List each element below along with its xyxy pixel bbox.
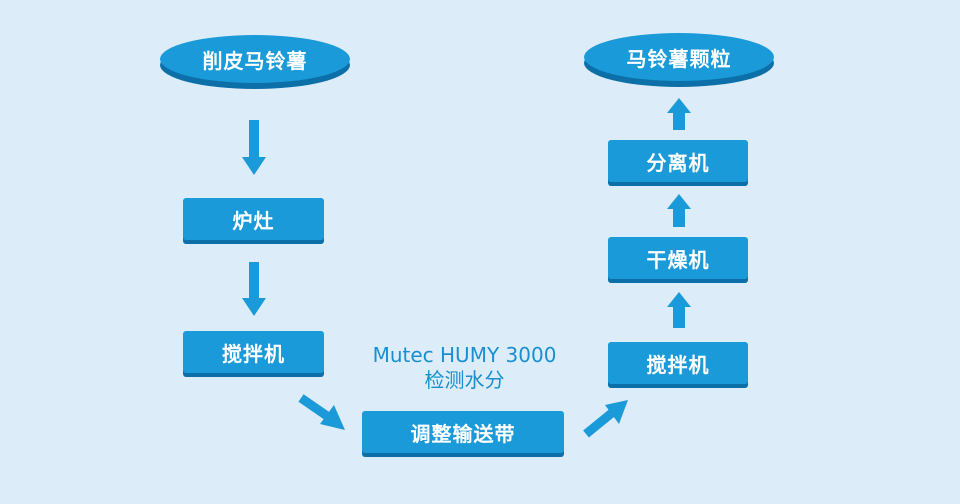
arrow-up-3 bbox=[667, 98, 691, 130]
node-separator-label: 分离机 bbox=[646, 150, 710, 175]
node-end-label: 马铃薯颗粒 bbox=[626, 46, 732, 71]
node-end: 马铃薯颗粒 bbox=[584, 33, 774, 81]
node-mixer-left: 搅拌机 bbox=[183, 331, 324, 373]
node-mixer-right: 搅拌机 bbox=[608, 342, 748, 384]
arrow-diagonal-up-right bbox=[583, 400, 628, 438]
node-mixer-right-label: 搅拌机 bbox=[646, 352, 710, 377]
node-start-label: 削皮马铃薯 bbox=[202, 48, 308, 73]
moisture-annotation: Mutec HUMY 3000 检测水分 bbox=[362, 343, 567, 393]
node-dryer-label: 干燥机 bbox=[646, 247, 710, 272]
arrow-up-1 bbox=[667, 292, 691, 328]
annotation-line-1: Mutec HUMY 3000 bbox=[372, 343, 557, 367]
arrow-down-1 bbox=[242, 120, 266, 175]
arrow-up-2 bbox=[667, 194, 691, 227]
arrow-down-2 bbox=[242, 262, 266, 316]
annotation-line-2: 检测水分 bbox=[424, 368, 505, 392]
node-stove: 炉灶 bbox=[183, 198, 324, 240]
node-conveyor-label: 调整输送带 bbox=[410, 421, 516, 446]
node-separator: 分离机 bbox=[608, 140, 748, 182]
node-dryer: 干燥机 bbox=[608, 237, 748, 279]
node-stove-label: 炉灶 bbox=[232, 208, 275, 233]
node-mixer-left-label: 搅拌机 bbox=[222, 341, 285, 366]
node-conveyor: 调整输送带 bbox=[362, 411, 564, 453]
node-start: 削皮马铃薯 bbox=[160, 35, 350, 83]
arrow-diagonal-down-right bbox=[298, 394, 345, 430]
